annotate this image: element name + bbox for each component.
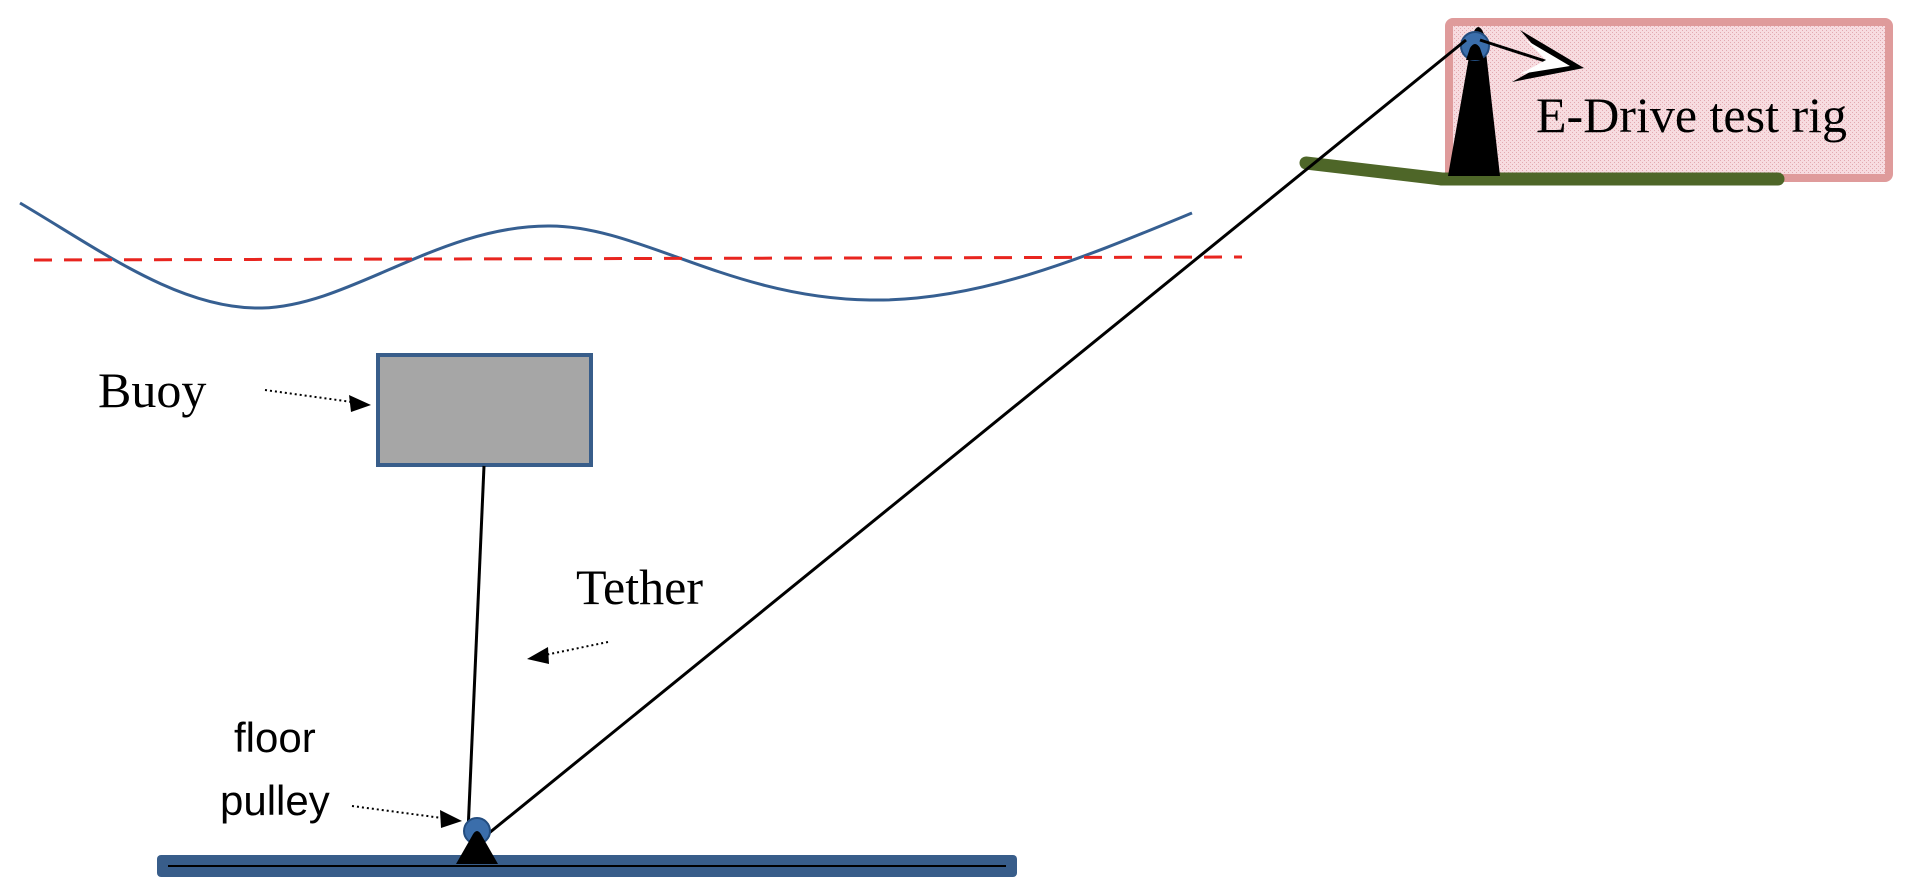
seabed: [157, 855, 1017, 877]
water-surface-wave: [19, 201, 1193, 310]
floor-pulley-pointer-arrow: [351, 805, 462, 828]
buoy-body: [376, 353, 593, 467]
test-rig: E-Drive test rig: [1445, 18, 1893, 182]
rig-platform: [1299, 156, 1785, 186]
main-tether-line: [477, 38, 1467, 844]
floor-pulley-label-line1: floor: [234, 714, 316, 761]
buoy-tether-line: [466, 465, 486, 833]
test-rig-label: E-Drive test rig: [1536, 87, 1847, 143]
buoy-pointer-arrow: [264, 389, 371, 412]
tether-label: Tether: [576, 559, 703, 615]
buoy-label: Buoy: [98, 362, 206, 418]
floor-pulley-support: [456, 831, 498, 864]
tether-pointer-arrow: [527, 641, 609, 664]
rig-drive-arrow: [1479, 30, 1584, 82]
floor-pulley-label-line2: pulley: [220, 777, 330, 824]
rig-pulley-support: [1448, 27, 1500, 176]
mean-water-level-line: [33, 255, 1243, 262]
